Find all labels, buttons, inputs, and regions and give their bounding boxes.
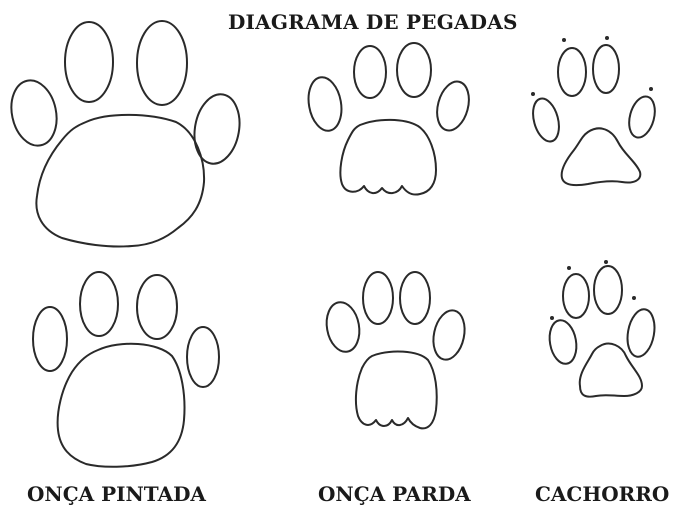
label-jaguar: ONÇA PINTADA [27,482,206,506]
dog-print-bottom [548,260,656,398]
claw [562,38,566,42]
dog-print-top [531,36,656,187]
toe [136,20,188,106]
toe [626,308,656,358]
toe [628,95,656,139]
claw [632,296,636,300]
heel-pad [560,127,642,187]
toe [593,265,623,315]
toe [64,21,114,103]
claw [604,260,608,264]
toe [307,76,343,132]
toe [353,45,387,99]
jaguar-print-bottom [32,271,220,468]
label-dog: CACHORRO [535,482,670,506]
label-puma: ONÇA PARDA [318,482,471,506]
claw [567,266,571,270]
jaguar-print-top [10,20,241,248]
toe [136,274,178,340]
toe [186,326,220,388]
toe [362,271,394,325]
toe [432,309,466,361]
heel-pad [354,350,438,430]
heel-pad [56,342,186,468]
claw [649,87,653,91]
toe [396,42,432,98]
toe [79,271,119,337]
claw [531,92,535,96]
toe [399,271,431,325]
diagram-title: DIAGRAMA DE PEGADAS [228,10,518,34]
puma-print-top [307,42,470,196]
heel-pad [35,113,206,248]
heel-pad [578,342,643,398]
puma-print-bottom [325,271,466,430]
claw [550,316,554,320]
toe [557,47,587,97]
toe [532,97,560,143]
toe [548,319,578,365]
toe [325,301,361,353]
toe [10,79,58,147]
toe [436,80,470,132]
claw [605,36,609,40]
toe [193,93,241,165]
toe [592,44,620,94]
heel-pad [339,118,437,196]
toe [562,273,590,319]
toe [32,306,68,372]
